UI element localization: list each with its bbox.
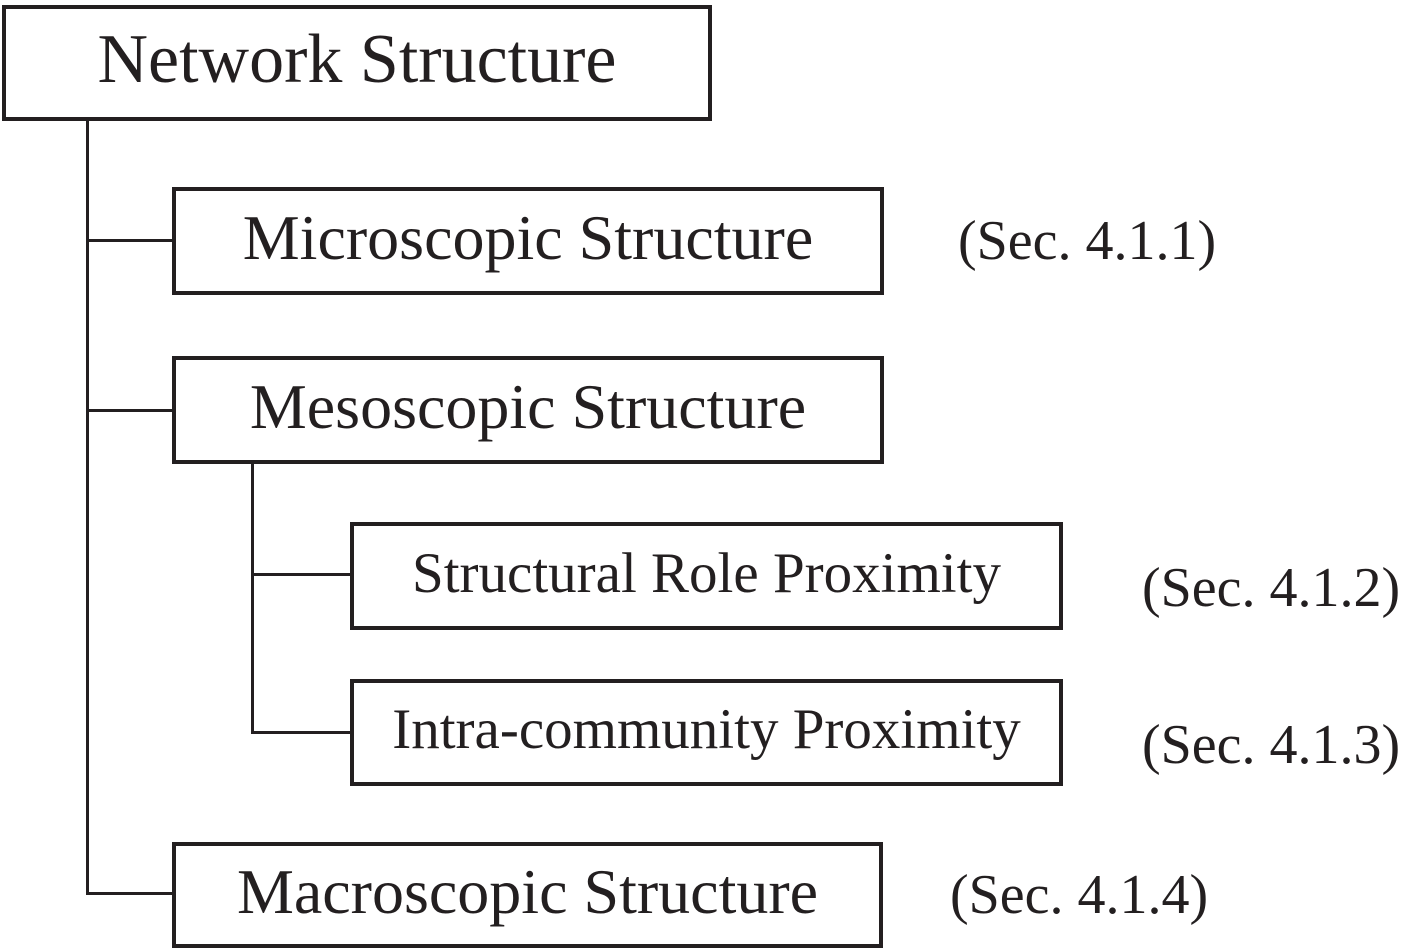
node-macroscopic-structure: Macroscopic Structure xyxy=(172,842,883,948)
connector-macroscopic xyxy=(86,892,172,895)
node-structural-role-proximity-label: Structural Role Proximity xyxy=(412,541,1001,605)
node-mesoscopic-structure: Mesoscopic Structure xyxy=(172,356,884,464)
node-macroscopic-structure-label: Macroscopic Structure xyxy=(236,856,819,927)
node-mesoscopic-structure-label: Mesoscopic Structure xyxy=(249,371,807,442)
node-intra-community-proximity: Intra-community Proximity xyxy=(350,679,1063,786)
connector-microscopic xyxy=(86,239,172,242)
node-microscopic-structure-label: Microscopic Structure xyxy=(242,202,814,273)
root-trunk-line xyxy=(86,121,89,895)
node-intra-community-proximity-label: Intra-community Proximity xyxy=(392,698,1021,761)
connector-structural-role xyxy=(251,573,350,576)
section-ref-4-1-1: (Sec. 4.1.1) xyxy=(958,210,1217,272)
node-network-structure-label: Network Structure xyxy=(97,21,617,98)
section-ref-4-1-3: (Sec. 4.1.3) xyxy=(1142,713,1401,776)
node-structural-role-proximity: Structural Role Proximity xyxy=(350,522,1063,630)
mesoscopic-trunk-line xyxy=(251,462,254,734)
section-ref-4-1-2: (Sec. 4.1.2) xyxy=(1142,557,1401,619)
connector-intra-community xyxy=(251,731,350,734)
node-microscopic-structure: Microscopic Structure xyxy=(172,187,884,295)
node-network-structure: Network Structure xyxy=(2,5,712,121)
connector-mesoscopic xyxy=(86,409,172,412)
section-ref-4-1-4: (Sec. 4.1.4) xyxy=(950,864,1209,926)
